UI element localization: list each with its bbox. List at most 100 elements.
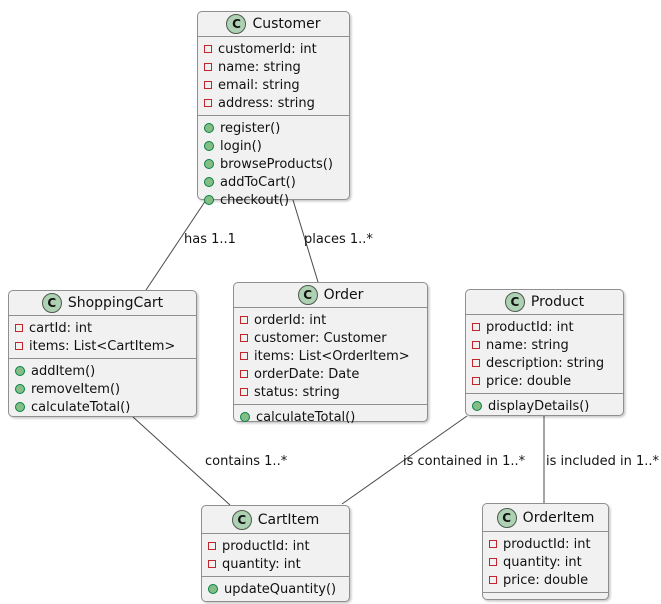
attribute-label: productId: int	[503, 536, 591, 552]
attribute-label: price: double	[503, 572, 589, 588]
field-icon	[240, 316, 248, 324]
attribute-row: productId: int	[202, 537, 349, 555]
attribute-row: quantity: int	[483, 553, 608, 571]
field-icon	[204, 99, 212, 107]
method-label: calculateTotal()	[256, 409, 356, 425]
attribute-row: items: List<OrderItem>	[234, 347, 427, 365]
method-icon	[204, 159, 214, 169]
attribute-label: cartId: int	[29, 320, 93, 336]
field-icon	[472, 377, 480, 385]
class-box-product: C Product productId: int name: string de…	[465, 289, 624, 416]
attributes-section: productId: int name: string description:…	[466, 315, 623, 394]
class-title: C Product	[466, 290, 623, 315]
attribute-row: price: double	[466, 372, 623, 390]
class-name: ShoppingCart	[67, 295, 164, 311]
method-label: removeItem()	[31, 381, 121, 397]
field-icon	[204, 45, 212, 53]
edge-label-is-contained-in: is contained in 1..*	[403, 454, 526, 469]
attribute-label: price: double	[486, 373, 572, 389]
attribute-row: productId: int	[466, 318, 623, 336]
field-icon	[240, 388, 248, 396]
class-icon: C	[231, 509, 252, 530]
attribute-row: name: string	[466, 336, 623, 354]
method-row: calculateTotal()	[9, 398, 196, 416]
edge-label-contains: contains 1..*	[205, 454, 288, 469]
attribute-label: orderDate: Date	[254, 366, 360, 382]
attribute-label: customerId: int	[218, 41, 317, 57]
attribute-row: items: List<CartItem>	[9, 337, 196, 355]
field-icon	[240, 334, 248, 342]
attribute-row: orderId: int	[234, 311, 427, 329]
class-name: Product	[530, 294, 585, 310]
field-icon	[240, 352, 248, 360]
method-label: displayDetails()	[488, 398, 590, 414]
attribute-row: status: string	[234, 383, 427, 401]
field-icon	[489, 576, 497, 584]
field-icon	[489, 540, 497, 548]
method-label: calculateTotal()	[31, 399, 131, 415]
attribute-label: quantity: int	[503, 554, 582, 570]
method-row: calculateTotal()	[234, 408, 427, 426]
methods-section: displayDetails()	[466, 394, 623, 418]
class-box-cartitem: C CartItem productId: int quantity: int …	[201, 505, 350, 602]
class-name: Order	[323, 287, 364, 303]
class-icon: C	[496, 507, 517, 528]
method-label: login()	[220, 138, 262, 154]
attribute-label: address: string	[218, 95, 315, 111]
method-row: login()	[198, 137, 349, 155]
attribute-label: quantity: int	[222, 556, 301, 572]
method-label: addItem()	[31, 363, 96, 379]
field-icon	[472, 359, 480, 367]
attribute-label: productId: int	[222, 538, 310, 554]
method-row: removeItem()	[9, 380, 196, 398]
field-icon	[15, 342, 23, 350]
class-box-shoppingcart: C ShoppingCart cartId: int items: List<C…	[8, 290, 197, 417]
method-label: addToCart()	[220, 174, 296, 190]
class-icon: C	[504, 292, 525, 312]
methods-section: updateQuantity()	[202, 577, 349, 601]
field-icon	[208, 560, 216, 568]
association-line-customer-shoppingcart	[145, 199, 207, 291]
attribute-label: items: List<CartItem>	[29, 338, 176, 354]
association-line-customer-order	[292, 199, 319, 283]
method-row: updateQuantity()	[202, 580, 349, 598]
method-icon	[15, 384, 25, 394]
field-icon	[15, 324, 23, 332]
attribute-row: customer: Customer	[234, 329, 427, 347]
attribute-label: status: string	[254, 384, 340, 400]
class-name: CartItem	[257, 511, 320, 528]
method-icon	[472, 401, 482, 411]
class-box-order: C Order orderId: int customer: Customer …	[233, 282, 428, 425]
method-row: register()	[198, 119, 349, 137]
attribute-row: name: string	[198, 58, 349, 76]
method-label: updateQuantity()	[224, 581, 337, 597]
attribute-row: address: string	[198, 94, 349, 112]
attribute-row: productId: int	[483, 535, 608, 553]
method-row: addItem()	[9, 362, 196, 380]
attribute-label: productId: int	[486, 319, 574, 335]
attribute-label: name: string	[486, 337, 569, 353]
class-box-customer: C Customer customerId: int name: string …	[197, 11, 350, 208]
method-label: checkout()	[220, 192, 290, 208]
methods-section-empty	[483, 593, 608, 599]
attribute-row: customerId: int	[198, 40, 349, 58]
attributes-section: productId: int quantity: int price: doub…	[483, 532, 608, 593]
field-icon	[240, 370, 248, 378]
attribute-label: description: string	[486, 355, 605, 371]
attribute-row: orderDate: Date	[234, 365, 427, 383]
attribute-label: name: string	[218, 59, 301, 75]
field-icon	[204, 81, 212, 89]
attribute-row: quantity: int	[202, 555, 349, 573]
class-box-orderitem: C OrderItem productId: int quantity: int…	[482, 503, 609, 600]
class-name: OrderItem	[522, 509, 595, 526]
field-icon	[489, 558, 497, 566]
association-line-product-cartitem	[341, 415, 468, 505]
field-icon	[208, 542, 216, 550]
attribute-label: items: List<OrderItem>	[254, 348, 410, 364]
method-icon	[204, 141, 214, 151]
association-line-shoppingcart-cartitem	[132, 416, 231, 506]
method-icon	[204, 177, 214, 187]
method-label: register()	[220, 120, 281, 136]
class-title: C CartItem	[202, 506, 349, 534]
